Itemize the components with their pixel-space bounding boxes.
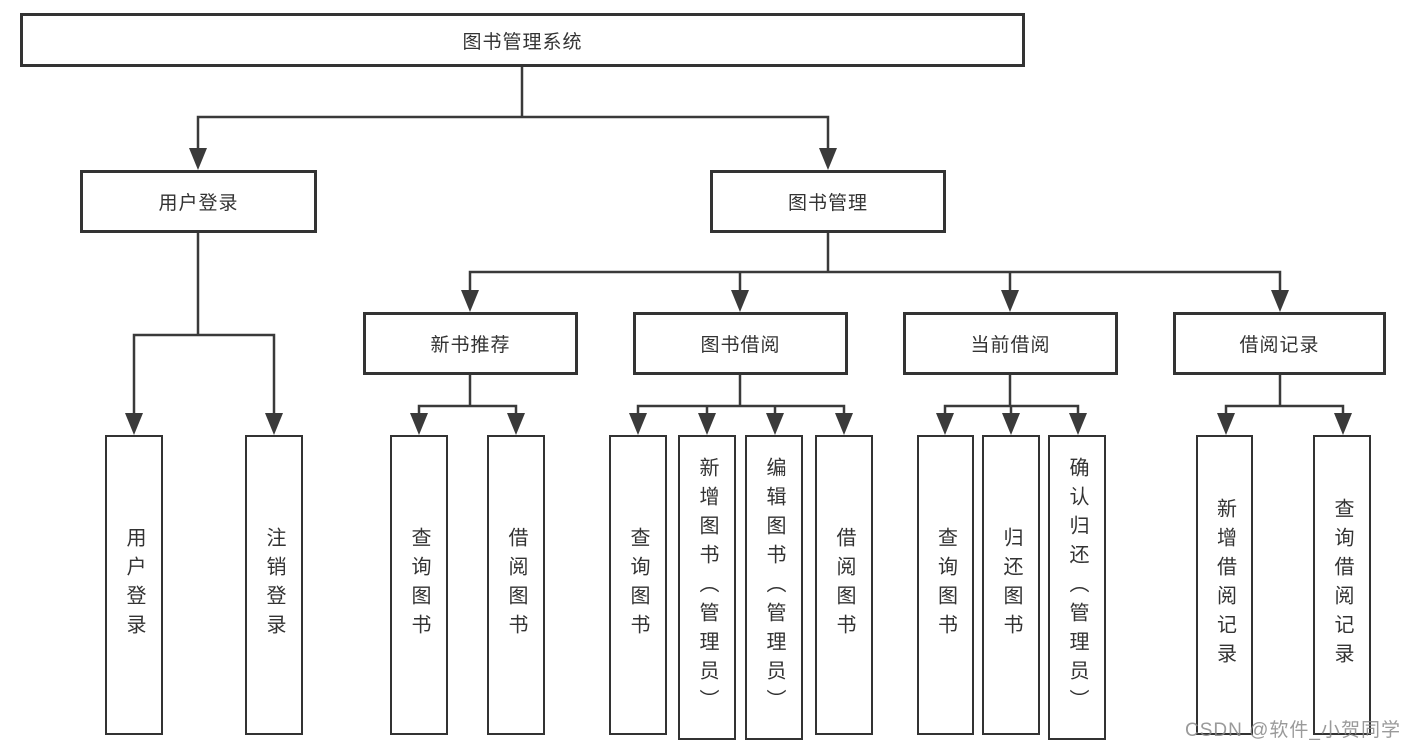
leaf-nb-borrow-books-label: 借阅图书 (505, 527, 527, 643)
leaf-logout: 注销登录 (245, 435, 303, 735)
leaf-cb-return-books: 归还图书 (982, 435, 1040, 735)
leaf-user-login-label: 用户登录 (123, 527, 145, 643)
node-book-management-label: 图书管理 (787, 193, 868, 214)
leaf-cb-return-books-label: 归还图书 (1000, 527, 1022, 643)
leaf-br-add-record-label: 新增借阅记录 (1213, 498, 1236, 672)
leaf-bb-query-books: 查询图书 (609, 435, 667, 735)
node-borrow-records: 借阅记录 (1173, 312, 1386, 375)
node-book-borrowing: 图书借阅 (633, 312, 848, 375)
leaf-cb-confirm-return-admin-label: 确认归还（管理员） (1066, 457, 1088, 718)
leaf-bb-edit-books-admin-label: 编辑图书（管理员） (763, 457, 785, 718)
leaf-logout-label: 注销登录 (263, 527, 285, 643)
leaf-br-query-record: 查询借阅记录 (1313, 435, 1371, 735)
leaf-bb-add-books-admin-label: 新增图书（管理员） (696, 457, 718, 718)
leaf-bb-add-books-admin: 新增图书（管理员） (678, 435, 736, 740)
leaf-cb-query-books: 查询图书 (917, 435, 974, 735)
node-book-management: 图书管理 (710, 170, 946, 233)
node-root-label: 图书管理系统 (462, 31, 583, 53)
csdn-watermark: CSDN @软件_小贺同学 (1185, 720, 1401, 741)
leaf-bb-edit-books-admin: 编辑图书（管理员） (745, 435, 803, 740)
leaf-user-login: 用户登录 (105, 435, 163, 735)
node-new-book-recommend: 新书推荐 (363, 312, 578, 375)
leaf-bb-query-books-label: 查询图书 (627, 527, 649, 643)
leaf-bb-borrow-books: 借阅图书 (815, 435, 873, 735)
leaf-nb-query-books-label: 查询图书 (408, 527, 430, 643)
node-root: 图书管理系统 (20, 13, 1025, 67)
leaf-bb-borrow-books-label: 借阅图书 (833, 527, 855, 643)
node-user-login-label: 用户登录 (158, 193, 239, 214)
leaf-nb-borrow-books: 借阅图书 (487, 435, 545, 735)
node-book-borrowing-label: 图书借阅 (700, 335, 781, 356)
leaf-nb-query-books: 查询图书 (390, 435, 448, 735)
node-current-borrowing: 当前借阅 (903, 312, 1118, 375)
leaf-cb-query-books-label: 查询图书 (934, 527, 957, 643)
node-borrow-records-label: 借阅记录 (1239, 335, 1320, 356)
node-new-book-recommend-label: 新书推荐 (430, 335, 511, 356)
leaf-cb-confirm-return-admin: 确认归还（管理员） (1048, 435, 1106, 740)
node-current-borrowing-label: 当前借阅 (970, 335, 1051, 356)
node-user-login: 用户登录 (80, 170, 317, 233)
leaf-br-query-record-label: 查询借阅记录 (1331, 498, 1353, 672)
leaf-br-add-record: 新增借阅记录 (1196, 435, 1253, 735)
